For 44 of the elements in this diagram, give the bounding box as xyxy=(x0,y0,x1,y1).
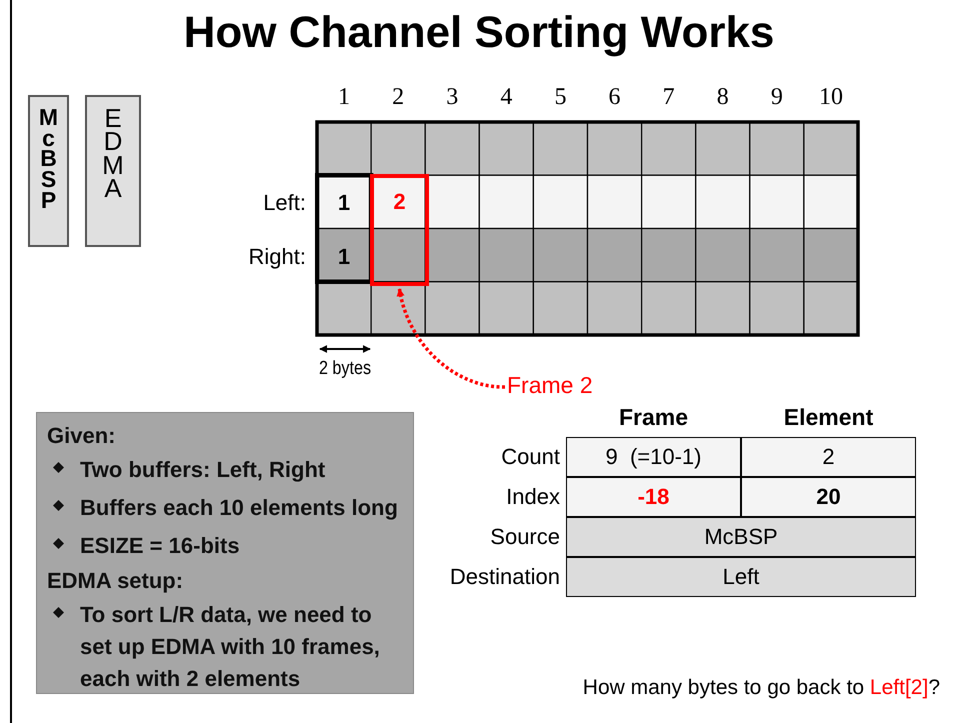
column-number: 1 xyxy=(337,82,352,112)
bullet-item: Buffers each 10 elements long xyxy=(80,494,398,522)
cell-value: 1 xyxy=(336,242,352,270)
cell-value: 2 xyxy=(393,189,406,216)
column-number: 2 xyxy=(391,82,406,112)
table-cell: Left xyxy=(566,557,916,597)
row-label: Left: xyxy=(262,188,306,216)
table-cell: McBSP xyxy=(566,517,916,557)
vertical-label: McBSP xyxy=(38,107,60,215)
column-number: 10 xyxy=(818,82,844,112)
column-number: 6 xyxy=(608,82,622,112)
block-box xyxy=(85,95,141,247)
row-label: Right: xyxy=(248,242,306,271)
table-cell: 20 xyxy=(741,477,916,517)
row-header: Destination xyxy=(448,563,560,591)
highlight-frame xyxy=(370,174,429,286)
table-cell: -18 xyxy=(566,477,741,517)
table-cell: 9 (=10-1) xyxy=(566,437,741,477)
block-box xyxy=(28,95,69,247)
row-header: Count xyxy=(500,443,560,471)
dimension-label: 2 bytes xyxy=(318,357,372,381)
row-header: Source xyxy=(489,523,560,551)
question-text: How many bytes to go back to Left[2]? xyxy=(582,675,940,701)
leader-line xyxy=(397,288,506,389)
column-number: 5 xyxy=(553,82,568,112)
bullet-item: Two buffers: Left, Right xyxy=(80,456,326,484)
table-cell: 2 xyxy=(741,437,916,477)
column-number: 7 xyxy=(662,82,676,112)
slide-title: How Channel Sorting Works xyxy=(182,8,776,58)
column-header: Frame xyxy=(618,402,690,432)
row-header: Index xyxy=(505,483,560,511)
column-number: 8 xyxy=(716,82,730,112)
callout-label: Frame 2 xyxy=(507,372,609,402)
column-number: 4 xyxy=(499,82,514,112)
column-number: 9 xyxy=(770,82,784,112)
column-header: Element xyxy=(782,402,874,432)
vertical-label: EDMA xyxy=(101,107,125,206)
panel-heading: EDMA setup: xyxy=(47,568,184,594)
column-number: 3 xyxy=(445,82,460,112)
note-panel xyxy=(36,412,414,694)
cell-value: 1 xyxy=(336,188,352,216)
bullet-item: To sort L/R data, we need to set up EDMA with 10 frames, each with 2 elements xyxy=(80,601,381,693)
panel-heading: Given: xyxy=(47,423,116,449)
bullet-item: ESIZE = 16-bits xyxy=(80,532,240,560)
